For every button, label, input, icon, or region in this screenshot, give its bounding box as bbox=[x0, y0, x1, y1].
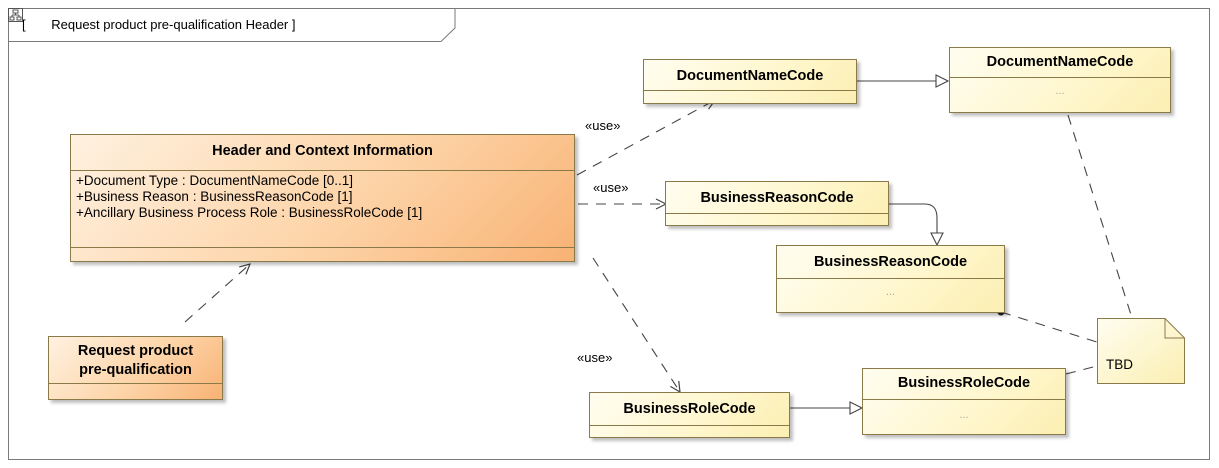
diagram-frame bbox=[8, 8, 1210, 460]
frame-title: Request product pre-qualification Header bbox=[51, 17, 289, 32]
generalization-reason bbox=[889, 203, 937, 245]
stereotype-use-label: «use» bbox=[593, 180, 629, 195]
stereotype-use-label: «use» bbox=[577, 350, 613, 365]
business-reason-code-class[interactable]: BusinessReasonCode ... bbox=[776, 245, 1005, 313]
use-dependency-document bbox=[576, 100, 715, 176]
header-context-class[interactable]: Header and Context Information +Document… bbox=[70, 134, 575, 262]
document-name-code-class[interactable]: DocumentNameCode ... bbox=[949, 47, 1171, 113]
class-placeholder: ... bbox=[959, 409, 969, 421]
class-placeholder: ... bbox=[1055, 85, 1065, 97]
class-title: BusinessReasonCode bbox=[700, 190, 854, 206]
frame-title-row: [ Request product pre-qualification Head… bbox=[22, 17, 296, 32]
class-placeholder: ... bbox=[885, 286, 896, 298]
class-title: DocumentNameCode bbox=[986, 54, 1134, 70]
diagram-icon bbox=[8, 8, 23, 22]
business-reason-code-enum[interactable]: BusinessReasonCode bbox=[665, 181, 889, 226]
use-dependency-role bbox=[592, 257, 680, 392]
attribute-business-reason[interactable]: +Business Reason : BusinessReasonCode [1… bbox=[76, 189, 353, 204]
attribute-ancillary-role[interactable]: +Ancillary Business Process Role : Busin… bbox=[76, 205, 423, 220]
note-anchor-role bbox=[1065, 365, 1098, 375]
class-title: BusinessRoleCode bbox=[897, 375, 1031, 391]
dependency-request-to-header bbox=[184, 264, 250, 323]
class-title: DocumentNameCode bbox=[676, 68, 824, 84]
class-title: BusinessRoleCode bbox=[623, 401, 756, 417]
request-product-class[interactable]: Request product pre-qualification bbox=[48, 336, 223, 400]
stereotype-use-label: «use» bbox=[585, 118, 621, 133]
note-anchor-document bbox=[1067, 114, 1133, 319]
class-title-line1: Request product bbox=[77, 343, 194, 359]
note-anchor-reason bbox=[1000, 311, 1101, 344]
document-name-code-enum[interactable]: DocumentNameCode bbox=[643, 59, 857, 104]
note-text: TBD bbox=[1106, 357, 1133, 372]
class-title: BusinessReasonCode bbox=[813, 254, 968, 270]
business-role-code-enum[interactable]: BusinessRoleCode bbox=[589, 392, 790, 438]
business-role-code-class[interactable]: BusinessRoleCode ... bbox=[862, 368, 1066, 435]
frame-tab-shape bbox=[8, 8, 456, 42]
class-title-line2: pre-qualification bbox=[79, 362, 192, 378]
class-title: Header and Context Information bbox=[212, 143, 433, 159]
note-shape[interactable] bbox=[1097, 318, 1185, 384]
attribute-document-type[interactable]: +Document Type : DocumentNameCode [0..1] bbox=[76, 173, 354, 188]
